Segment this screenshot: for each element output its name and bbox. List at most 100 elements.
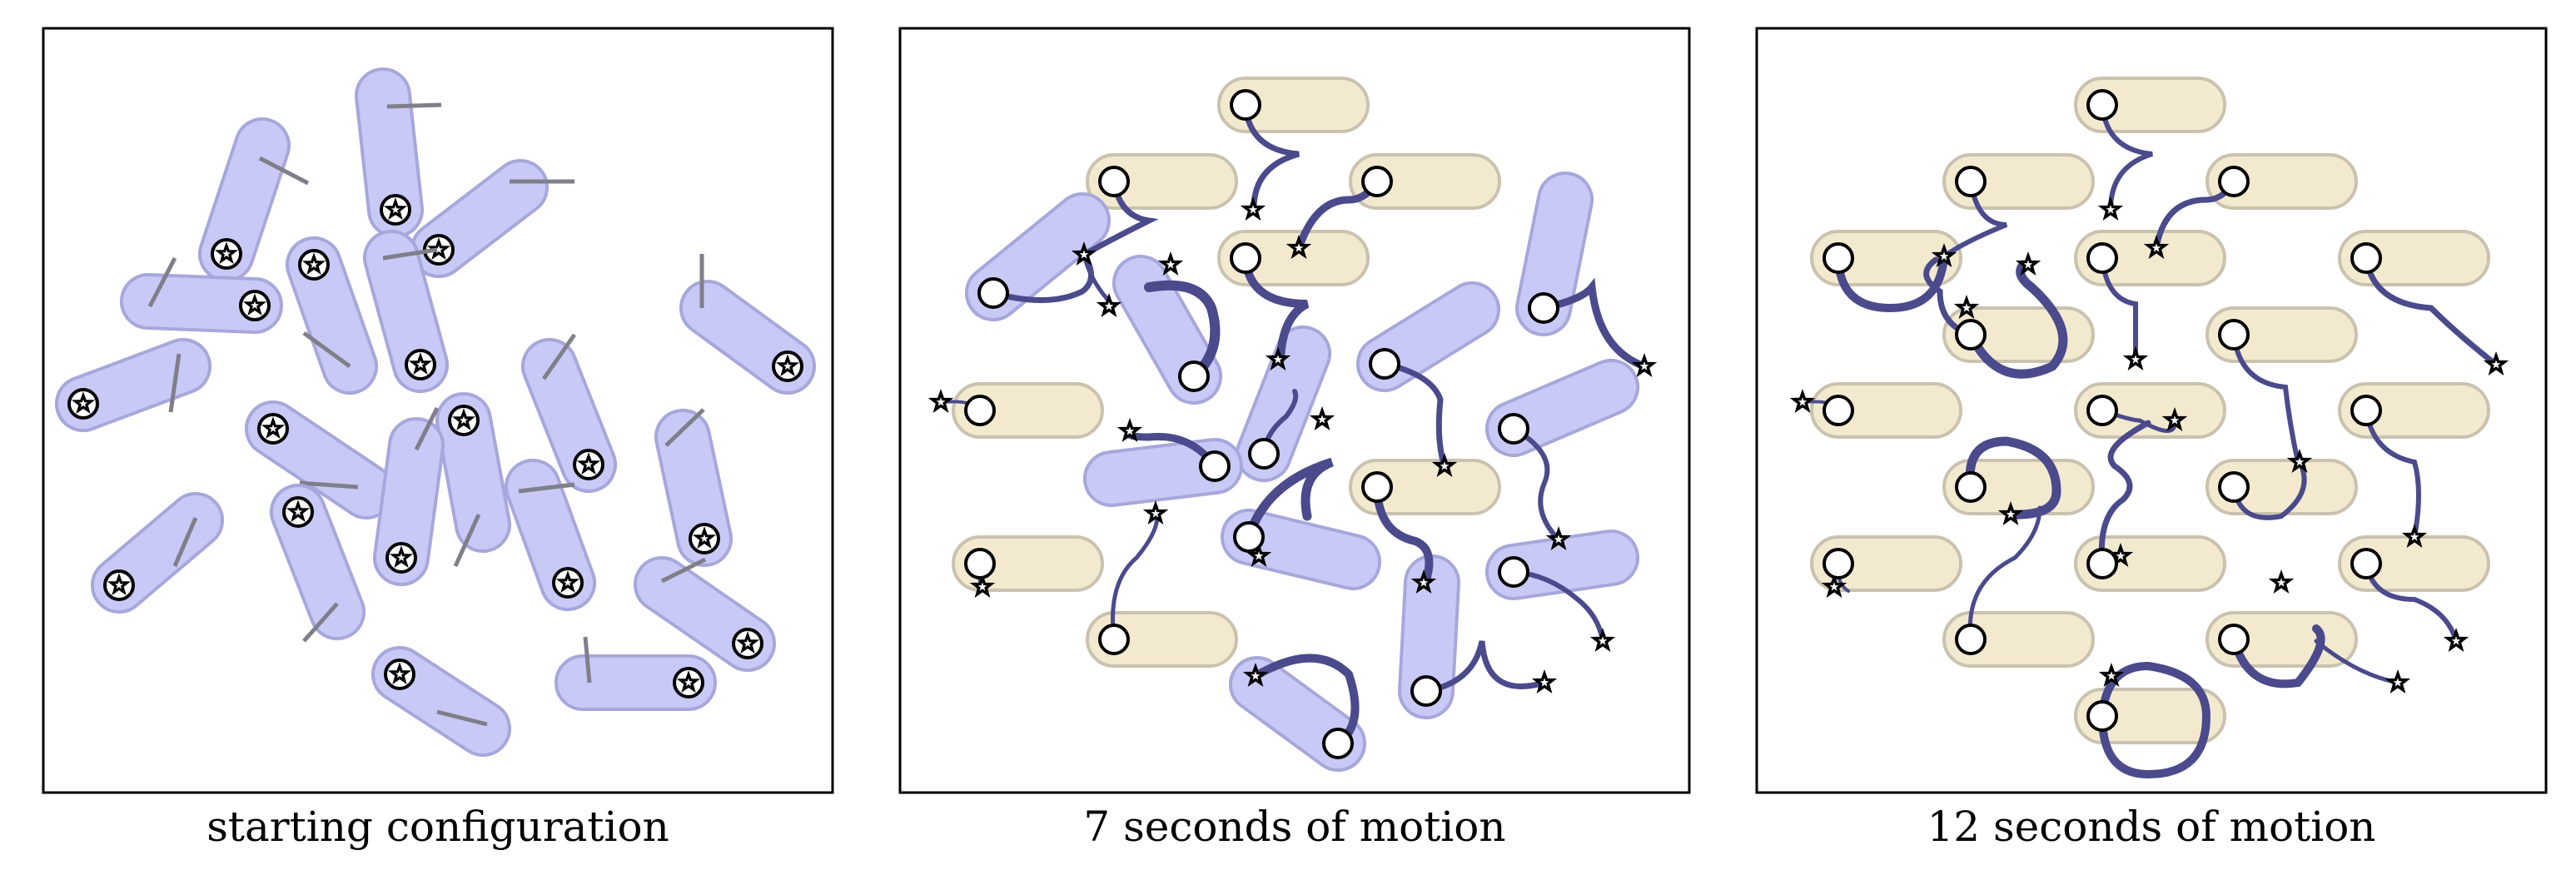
robot-body: [2338, 230, 2490, 286]
motion-trail: [1511, 569, 1605, 644]
motion-trail: [1966, 260, 2068, 379]
heading-line: [299, 480, 359, 490]
motion-trail: [1539, 277, 1649, 370]
robot-position-marker: [1361, 471, 1393, 503]
motion-trail: [2100, 102, 2153, 212]
robot-arrived-1: [1217, 77, 1370, 133]
motion-trail: [1423, 640, 1548, 694]
robot-arrived-3: [1349, 153, 1501, 210]
robot-body: [1217, 77, 1370, 133]
panel-caption: 7 seconds of motion: [1083, 803, 1505, 851]
motion-trail: [1081, 178, 1159, 258]
robot-marker-icon: [103, 569, 135, 601]
robot-arrived-10: [2074, 382, 2226, 439]
robot-group: [930, 77, 1655, 772]
robot-position-marker: [1823, 242, 1854, 274]
robot-body: [952, 382, 1104, 439]
robot-body: [2074, 382, 2226, 439]
robot-position-marker: [1248, 438, 1280, 470]
robot-position-marker: [1955, 166, 1987, 197]
motion-trail: [2231, 460, 2307, 520]
robot-body: [1217, 230, 1370, 286]
robot-position-marker: [2350, 395, 2382, 426]
robot-marker-icon: [405, 349, 436, 380]
motion-trail: [1242, 102, 1300, 213]
heading-line: [664, 408, 705, 447]
robot-body: [2074, 230, 2226, 286]
robot-position-marker: [1955, 471, 1987, 503]
robot-position-marker: [1098, 166, 1130, 197]
motion-trail: [1967, 505, 2042, 642]
panel-caption: 12 seconds of motion: [1927, 803, 2375, 851]
motion-trail: [1923, 256, 1974, 338]
motion-trail: [2098, 661, 2211, 779]
motion-trail: [2363, 255, 2499, 368]
heading-line: [414, 406, 440, 451]
panel-starting-configuration: starting configuration: [42, 27, 834, 851]
heading-line: [147, 256, 177, 308]
robot-position-marker: [1361, 166, 1393, 197]
robot-arrived-2: [1086, 153, 1238, 210]
robot-body: [119, 272, 283, 334]
motion-trail: [2364, 561, 2459, 644]
robot-position-marker: [1322, 728, 1354, 759]
robot-body: [1942, 153, 2095, 210]
robot-position-marker: [1199, 450, 1231, 482]
robot-4: [119, 272, 283, 334]
robot-19: [554, 654, 717, 711]
robot-position-marker: [2086, 548, 2118, 579]
robot-body: [1349, 459, 1501, 515]
motion-trail: [2230, 624, 2325, 689]
robot-body: [1810, 230, 1962, 286]
robot-body: [1086, 611, 1238, 668]
motion-trail: [2098, 420, 2151, 567]
robot-body: [2206, 306, 2358, 363]
robot-arrived-14: [1810, 535, 1962, 592]
motion-trail: [1942, 179, 2008, 259]
heading-line: [583, 636, 592, 684]
robot-marker-icon: [282, 496, 314, 528]
robot-arrived-15: [2074, 535, 2226, 592]
motion-trail: [1373, 483, 1434, 587]
motion-trail: [1144, 280, 1221, 381]
robot-body: [2206, 153, 2358, 210]
heading-line: [302, 602, 339, 643]
robot-marker-icon: [385, 542, 417, 574]
heading-line: [258, 156, 310, 186]
robot-marker-icon: [673, 667, 704, 699]
robot-position-marker: [2218, 166, 2250, 197]
motion-trail: [1111, 514, 1160, 642]
robot-position-marker: [1498, 413, 1529, 445]
motion-trail: [1965, 436, 2061, 520]
robot-arrived-6: [1349, 459, 1501, 515]
robot-marker-icon: [380, 194, 411, 226]
robot-position-marker: [1410, 675, 1442, 707]
heading-line: [168, 353, 182, 413]
robot-arrived-3: [2206, 153, 2358, 210]
robot-position-marker: [1823, 548, 1854, 579]
robot-position-marker: [2086, 395, 2118, 426]
robot-position-marker: [1178, 360, 1210, 392]
robot-arrived-8: [2206, 306, 2358, 363]
robot-body: [1810, 382, 1962, 439]
robot-arrived-11: [2338, 382, 2490, 439]
robot-marker-icon: [384, 659, 415, 690]
robot-position-marker: [2218, 319, 2250, 351]
heading-line: [172, 517, 198, 567]
robot-position-marker: [1369, 348, 1400, 380]
robot-body: [952, 535, 1104, 592]
robot-position-marker: [2086, 89, 2118, 121]
motion-trail: [1241, 254, 1310, 364]
heading-line: [382, 247, 438, 261]
robot-position-marker: [1098, 624, 1130, 655]
robot-body: [554, 654, 717, 711]
heading-line: [541, 333, 577, 380]
robot-arrived-8: [1086, 611, 1238, 668]
robot-body: [1942, 611, 2095, 668]
motion-trail: [1251, 654, 1360, 748]
robot-position-marker: [2350, 242, 2382, 274]
robot-body: [2074, 688, 2226, 744]
robot-marker-icon: [239, 290, 271, 321]
robot-marker-icon: [573, 449, 604, 480]
